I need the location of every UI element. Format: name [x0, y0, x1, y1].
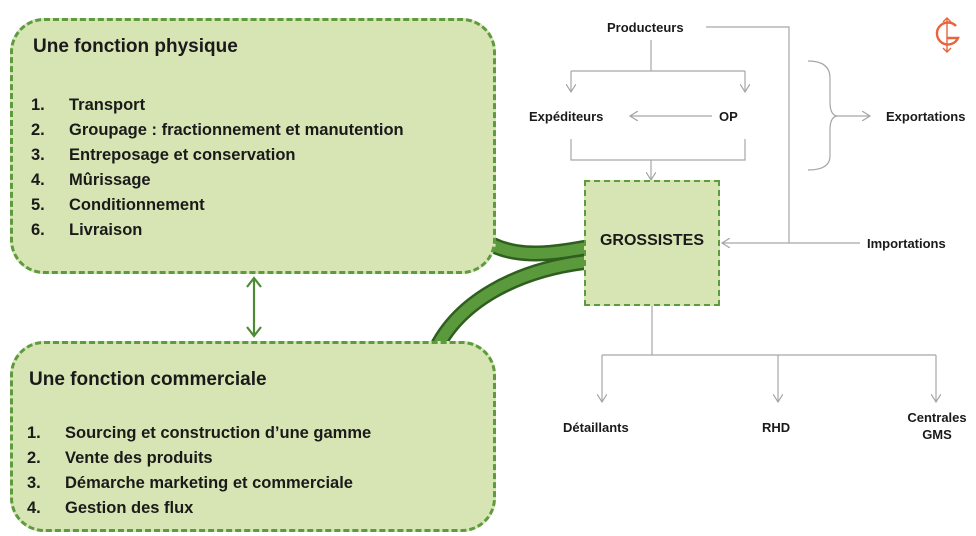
item-number: 4.: [27, 499, 41, 517]
physique-item: 5. Conditionnement: [31, 193, 404, 218]
item-number: 3.: [31, 146, 45, 164]
item-label: Mûrissage: [69, 171, 151, 189]
expediteurs-label: Expéditeurs: [529, 109, 604, 124]
importations-label: Importations: [867, 236, 946, 251]
commerciale-title: Une fonction commerciale: [29, 369, 267, 390]
physique-list: 1. Transport 2. Groupage : fractionnement …: [31, 93, 404, 243]
commerciale-item: 4. Gestion des flux: [27, 496, 371, 521]
physique-item: 2. Groupage : fractionnement et manutenti…: [31, 118, 404, 143]
item-number: 5.: [31, 196, 45, 214]
item-label: Sourcing et construction d’une gamme: [65, 424, 372, 442]
rhd-label: RHD: [762, 420, 791, 435]
op-label: OP: [719, 109, 738, 124]
item-number: 2.: [27, 449, 41, 467]
item-number: 2.: [31, 121, 45, 139]
exportations-label: Exportations: [886, 109, 966, 124]
centrales-line: Centrales: [907, 410, 967, 425]
physique-item: 4. Mûrissage: [31, 168, 404, 193]
item-number: 4.: [31, 171, 45, 189]
physique-item: 1. Transport: [31, 93, 404, 118]
connector-merge-to-grossistes: [570, 139, 746, 161]
item-label: Démarche marketing et commerciale: [65, 474, 353, 492]
box-fonction-commerciale: Une fonction commerciale 1. Sourcing et c…: [10, 341, 496, 532]
commerciale-list: 1. Sourcing et construction d’une gamme 2…: [27, 421, 371, 521]
item-label: Gestion des flux: [65, 499, 194, 517]
producteurs-label: Producteurs: [607, 20, 684, 35]
g-logo-icon: [935, 17, 960, 53]
physique-item: 6. Livraison: [31, 218, 404, 243]
connector-producteurs-direct: [706, 26, 790, 243]
commerciale-item: 3. Démarche marketing et commerciale: [27, 471, 371, 496]
item-number: 6.: [31, 221, 45, 239]
item-number: 3.: [27, 474, 41, 492]
item-label: Groupage : fractionnement et manutention: [69, 121, 404, 139]
grossistes-node: GROSSISTES: [584, 180, 720, 306]
item-label: Conditionnement: [69, 196, 205, 214]
detaillants-label: Détaillants: [563, 420, 629, 435]
box-fonction-physique: Une fonction physique 1. Transport 2. Grou…: [10, 18, 496, 274]
commerciale-item: 2. Vente des produits: [27, 446, 371, 471]
grossistes-label: GROSSISTES: [599, 232, 705, 249]
double-arrow-physique-commerciale: [246, 276, 262, 338]
physique-item: 3. Entreposage et conservation: [31, 143, 404, 168]
item-label: Vente des produits: [65, 449, 213, 467]
brace-exportations: [807, 60, 839, 171]
centrales-gms-label: Centrales GMS: [902, 409, 972, 443]
item-label: Entreposage et conservation: [69, 146, 296, 164]
item-label: Transport: [69, 96, 146, 114]
physique-title: Une fonction physique: [33, 36, 238, 57]
item-label: Livraison: [69, 221, 143, 239]
item-number: 1.: [31, 96, 45, 114]
item-number: 1.: [27, 424, 41, 442]
gms-line: GMS: [922, 427, 952, 442]
commerciale-item: 1. Sourcing et construction d’une gamme: [27, 421, 371, 446]
